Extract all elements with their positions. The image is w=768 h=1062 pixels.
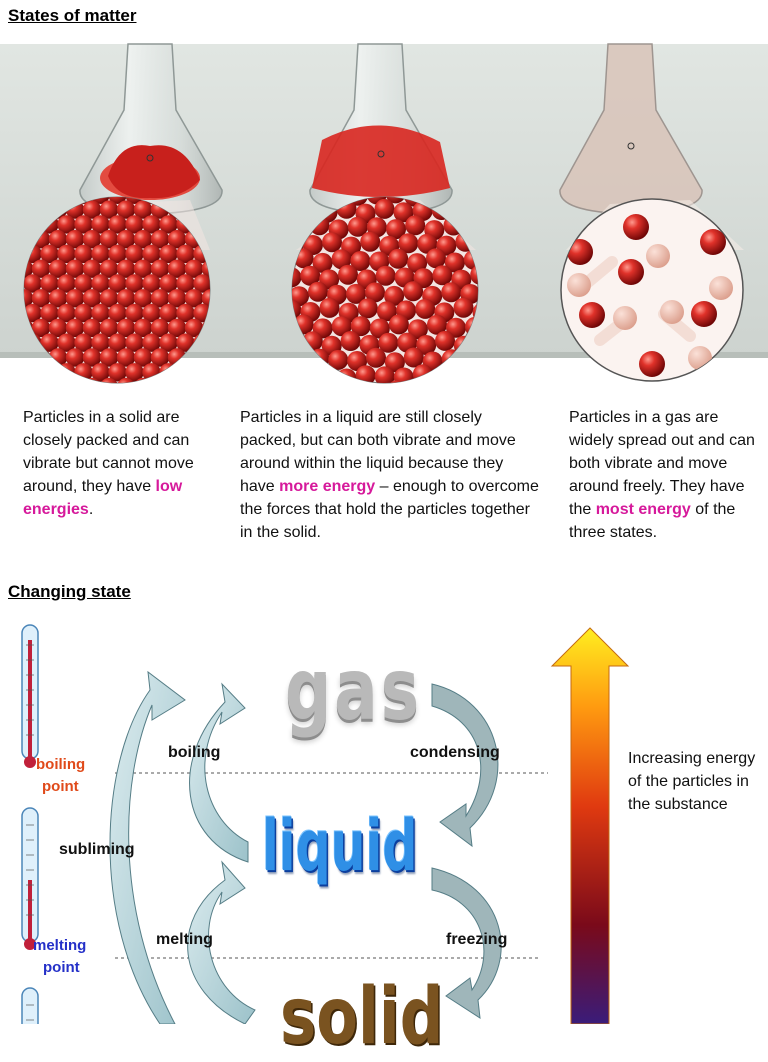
label-freezing: freezing <box>446 931 508 948</box>
boiling-point-label: boiling point <box>36 756 86 795</box>
state-word-solid: solid <box>280 972 444 1062</box>
highlight-more-energy: more energy <box>279 478 376 495</box>
highlight-low-energies: low energies <box>23 478 183 518</box>
curved-arrow-icon <box>187 860 256 1024</box>
label-subliming: subliming <box>59 841 135 858</box>
thermometer-icon <box>21 987 39 1024</box>
illustration-canvas <box>21 43 744 1024</box>
thermometer-icon <box>21 807 39 950</box>
states-of-matter-heading: States of matter <box>8 6 137 25</box>
state-word-liquid: liquid <box>262 805 418 887</box>
changing-state-heading: Changing state <box>8 582 131 601</box>
curved-arrow-icon <box>431 683 499 848</box>
curved-arrow-icon <box>189 682 249 863</box>
gas-description: Particles in a gas are widely spread out… <box>569 409 755 541</box>
solid-description: Particles in a solid are closely packed … <box>23 409 194 518</box>
energy-arrow-caption: Increasing energy of the particles in th… <box>628 750 756 813</box>
conical-flask-icon <box>79 43 223 215</box>
gas-particles-circle <box>560 198 744 382</box>
state-word-gas: gas <box>285 640 423 740</box>
curved-arrow-icon <box>431 867 502 1019</box>
liquid-description: Particles in a liquid are still closely … <box>240 409 539 541</box>
thermometer-icon <box>21 624 39 768</box>
label-boiling: boiling <box>168 744 221 761</box>
highlight-most-energy: most energy <box>595 501 691 518</box>
label-melting: melting <box>156 931 213 948</box>
energy-arrow-icon <box>550 627 630 1024</box>
conical-flask-icon <box>309 43 453 215</box>
curved-arrow-icon <box>109 670 186 1024</box>
conical-flask-icon <box>559 43 703 215</box>
label-condensing: condensing <box>410 744 500 761</box>
liquid-particles-circle <box>291 196 479 384</box>
melting-point-label: melting point <box>33 937 87 976</box>
